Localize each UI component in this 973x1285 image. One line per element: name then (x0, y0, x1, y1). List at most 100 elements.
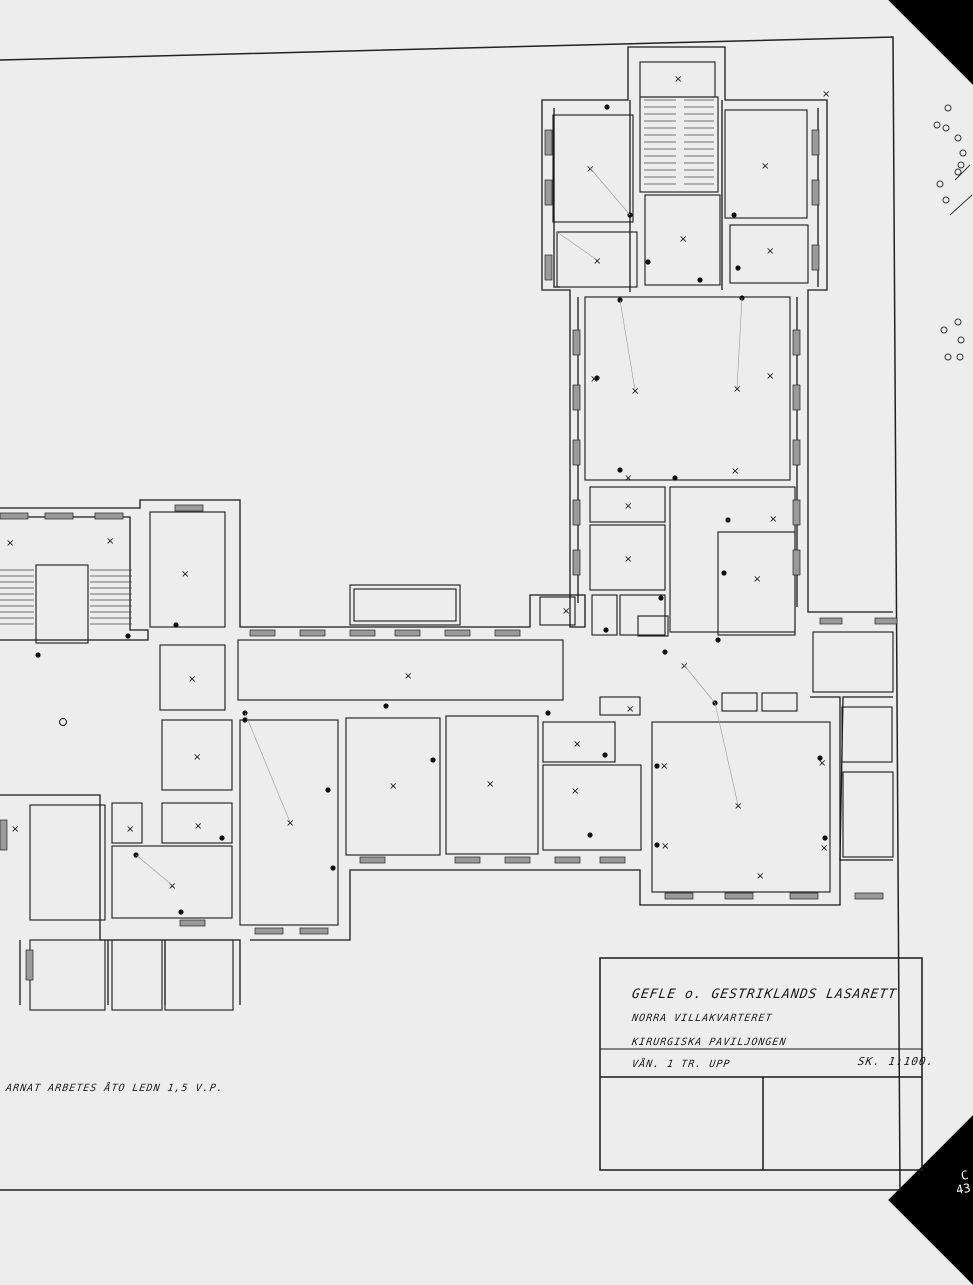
window (789, 892, 819, 900)
switch-icon (383, 703, 389, 709)
wiring-line (556, 231, 598, 261)
window (299, 629, 326, 637)
title-block-frame (599, 957, 923, 1171)
room-outline (164, 939, 234, 1011)
light-point-icon: × (822, 89, 830, 100)
light-point-icon: × (6, 538, 14, 549)
switch-icon (672, 475, 678, 481)
switch-icon (35, 652, 41, 658)
title-institution: GEFLE o. GESTRIKLANDS LASARETT (630, 987, 898, 1002)
window (792, 549, 801, 576)
light-point-icon: × (404, 671, 412, 682)
wall-segment (0, 516, 149, 641)
light-point-icon: × (626, 704, 634, 715)
light-point-icon: × (106, 536, 114, 547)
switch-icon (654, 842, 660, 848)
switch-icon (242, 717, 248, 723)
window (572, 384, 581, 411)
switch-icon (545, 710, 551, 716)
light-point-icon: × (674, 74, 682, 85)
windows (0, 129, 898, 981)
switch-icon (603, 627, 609, 633)
switch-icon (662, 649, 668, 655)
room-outline (542, 721, 616, 763)
margin-registration-marks (933, 104, 973, 361)
switch-icon (125, 633, 131, 639)
room-outline (644, 194, 721, 286)
room-outline (35, 564, 89, 644)
light-point-icon: × (769, 514, 777, 525)
switch-icon (325, 787, 331, 793)
room-outline (539, 596, 576, 626)
window (572, 329, 581, 356)
room-outline (556, 231, 638, 288)
window (504, 856, 531, 864)
window (359, 856, 386, 864)
wiring-line (244, 712, 291, 823)
switch-icon (219, 835, 225, 841)
room-outline (345, 717, 441, 856)
light-point-icon: × (286, 818, 294, 829)
room-outline (239, 719, 339, 926)
switch-icon (594, 375, 600, 381)
window (299, 927, 329, 935)
light-point-icon: × (624, 501, 632, 512)
floor-plan-drawing: ××××××××××××××××××××××××××××××××××××××××… (0, 36, 973, 1191)
window (792, 329, 801, 356)
light-point-icon: × (756, 871, 764, 882)
window (599, 856, 626, 864)
wall-segment (839, 696, 893, 861)
light-point-icon: × (562, 606, 570, 617)
light-point-icon: × (181, 569, 189, 580)
window (874, 617, 898, 625)
room-outline (552, 114, 634, 223)
wall-segment (0, 794, 241, 1005)
light-point-icon: × (194, 821, 202, 832)
window (0, 512, 29, 520)
switch-icon (715, 637, 721, 643)
light-point-icon: × (573, 739, 581, 750)
rooms (0, 61, 894, 1011)
switch-icon (178, 909, 184, 915)
room-outline (724, 109, 808, 219)
room-outline (29, 939, 106, 1011)
room-outline (159, 644, 226, 711)
wiring-line (683, 664, 716, 704)
title-floor: VÅN. 1 TR. UPP (631, 1059, 732, 1070)
window (44, 512, 74, 520)
window (792, 439, 801, 466)
light-point-icon: × (820, 843, 828, 854)
room-outline (619, 594, 666, 636)
switch-icon (330, 865, 336, 871)
room-outline (353, 588, 457, 622)
window (0, 819, 8, 851)
room-outline (761, 692, 798, 712)
room-outline (349, 584, 461, 626)
window (572, 439, 581, 466)
switch-icon (731, 212, 737, 218)
light-point-icon: × (731, 466, 739, 477)
window (179, 919, 206, 927)
sheet-mark-number: 43 (954, 1180, 972, 1198)
switch-icon (658, 595, 664, 601)
light-point-icon: × (486, 779, 494, 790)
room-outline (111, 939, 163, 1011)
light-point-icon: × (593, 256, 601, 267)
window (249, 629, 276, 637)
title-quarter: NORRA VILLAKVARTERET (631, 1013, 774, 1024)
switch-icon (654, 763, 660, 769)
switch-icon (617, 467, 623, 473)
window (724, 892, 754, 900)
room-outline (842, 771, 894, 858)
switch-icon (817, 755, 823, 761)
light-point-icon: × (631, 386, 639, 397)
window (394, 629, 421, 637)
fixture-marks: ××××××××××××××××××××××××××××××××××××××××… (6, 74, 830, 915)
window (572, 499, 581, 526)
window (544, 129, 553, 156)
light-point-icon: × (590, 374, 598, 385)
light-point-icon: × (168, 881, 176, 892)
window (25, 949, 34, 981)
window (544, 254, 553, 281)
window (254, 927, 284, 935)
